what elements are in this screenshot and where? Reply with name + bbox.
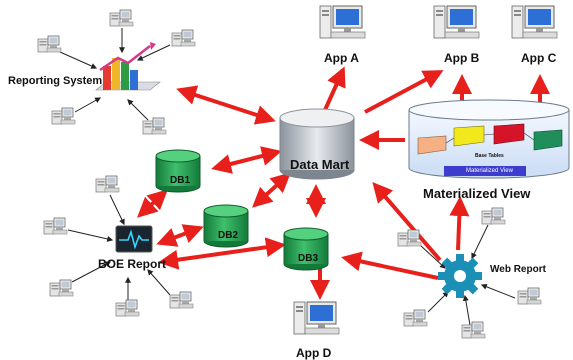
workstation-icon [481, 207, 506, 225]
app-c-computer [511, 5, 558, 39]
db2-label: DB2 [218, 230, 239, 241]
data-mart-label: Data Mart [290, 157, 350, 172]
materialized-view-container [408, 99, 570, 179]
gear-icon [438, 254, 482, 298]
db3-label: DB3 [298, 253, 319, 264]
app-d-label: App D [296, 346, 332, 360]
app-a-label: App A [324, 51, 359, 65]
client-arrows [59, 28, 516, 326]
workstation-icon [142, 117, 167, 135]
reporting-system-node [37, 9, 196, 135]
boe-report-label: BOE Report [98, 257, 167, 271]
app-b-computer [433, 5, 480, 39]
workstation-icon [51, 107, 76, 125]
app-a-computer [319, 5, 366, 39]
app-c-label: App C [521, 51, 557, 65]
materialized-view-label: Materialized View [423, 186, 531, 201]
boe-report-node [43, 175, 194, 317]
app-b-label: App B [444, 51, 480, 65]
bar-chart-icon [95, 42, 161, 91]
workstation-icon [37, 35, 62, 53]
workstation-icon [115, 299, 140, 317]
base-table-shapes [417, 123, 563, 155]
materialized-view-bar-label: Materialized View [466, 168, 513, 174]
web-report-label: Web Report [490, 264, 546, 275]
db1-label: DB1 [170, 175, 191, 186]
workstation-icon [49, 279, 74, 297]
workstation-icon [171, 29, 196, 47]
workstation-icon [109, 9, 134, 27]
workstation-icon [43, 217, 68, 235]
base-tables-label: Base Tables [475, 153, 504, 159]
workstation-icon [403, 309, 428, 327]
connector-arrows [137, 66, 550, 300]
app-d-computer [293, 301, 340, 335]
web-report-node [397, 207, 542, 339]
workstation-icon [397, 229, 422, 247]
materialized-view-bar [444, 166, 526, 176]
workstation-icon [461, 321, 486, 339]
reporting-system-label: Reporting System [8, 75, 103, 87]
workstation-icon [169, 291, 194, 309]
data-mart-cylinder [279, 108, 355, 180]
workstation-icon [517, 287, 542, 305]
workstation-icon [95, 175, 120, 193]
heartbeat-monitor-icon [115, 225, 153, 253]
